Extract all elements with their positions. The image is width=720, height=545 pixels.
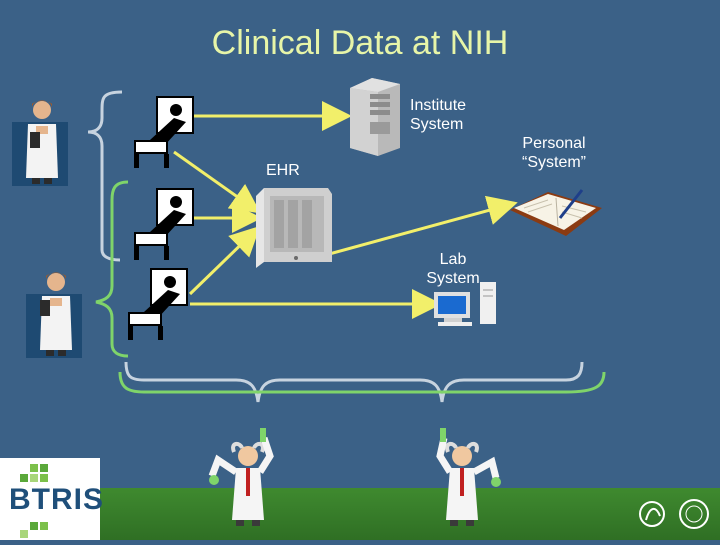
ehr-label: EHR xyxy=(266,162,300,179)
green-bracket xyxy=(95,180,129,358)
doctor-icon xyxy=(12,100,68,186)
btris-logo xyxy=(0,458,100,540)
server-icon xyxy=(350,78,400,156)
hhs-seal-icon xyxy=(639,501,665,527)
institute-system-label: Institute System xyxy=(410,97,467,133)
nih-seal-icon xyxy=(679,499,709,529)
arrow-bed-to-ehr-3 xyxy=(188,225,261,296)
scientist-icon xyxy=(436,428,501,526)
personal-system-label: Personal “System” xyxy=(522,135,586,171)
arrow-bed-to-ehr-1 xyxy=(173,150,261,214)
patient-bed-icon xyxy=(128,268,188,340)
patient-bed-icon xyxy=(134,96,194,168)
notebook-icon xyxy=(510,189,602,236)
scientist-icon xyxy=(208,428,274,526)
bottom-bracket-gray xyxy=(124,361,584,403)
logo-text: BTRIS xyxy=(9,483,104,516)
bottom-bracket-green xyxy=(118,371,606,394)
slide-title: Clinical Data at NIH xyxy=(211,24,509,62)
footer-band xyxy=(0,488,720,540)
gray-bracket xyxy=(87,90,123,262)
patient-bed-icon xyxy=(134,188,194,260)
server-icon xyxy=(256,188,332,268)
doctor-icon xyxy=(26,272,82,358)
computer-icon xyxy=(434,282,496,326)
arrow-to-personal xyxy=(321,195,518,258)
lab-system-label: Lab System xyxy=(426,251,480,287)
